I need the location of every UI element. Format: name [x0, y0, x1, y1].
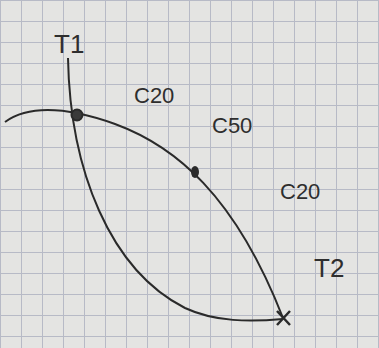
handwritten-label: C50 [210, 114, 254, 138]
handwritten-label: C20 [278, 180, 322, 204]
point-marker [191, 166, 199, 178]
handwritten-label: T1 [52, 30, 86, 58]
cross-marker [277, 311, 290, 325]
handwritten-label: T2 [312, 254, 346, 282]
handwritten-label: C20 [132, 84, 176, 108]
point-marker [72, 110, 83, 121]
upper-curve [5, 110, 283, 318]
lower-curve [68, 58, 283, 321]
